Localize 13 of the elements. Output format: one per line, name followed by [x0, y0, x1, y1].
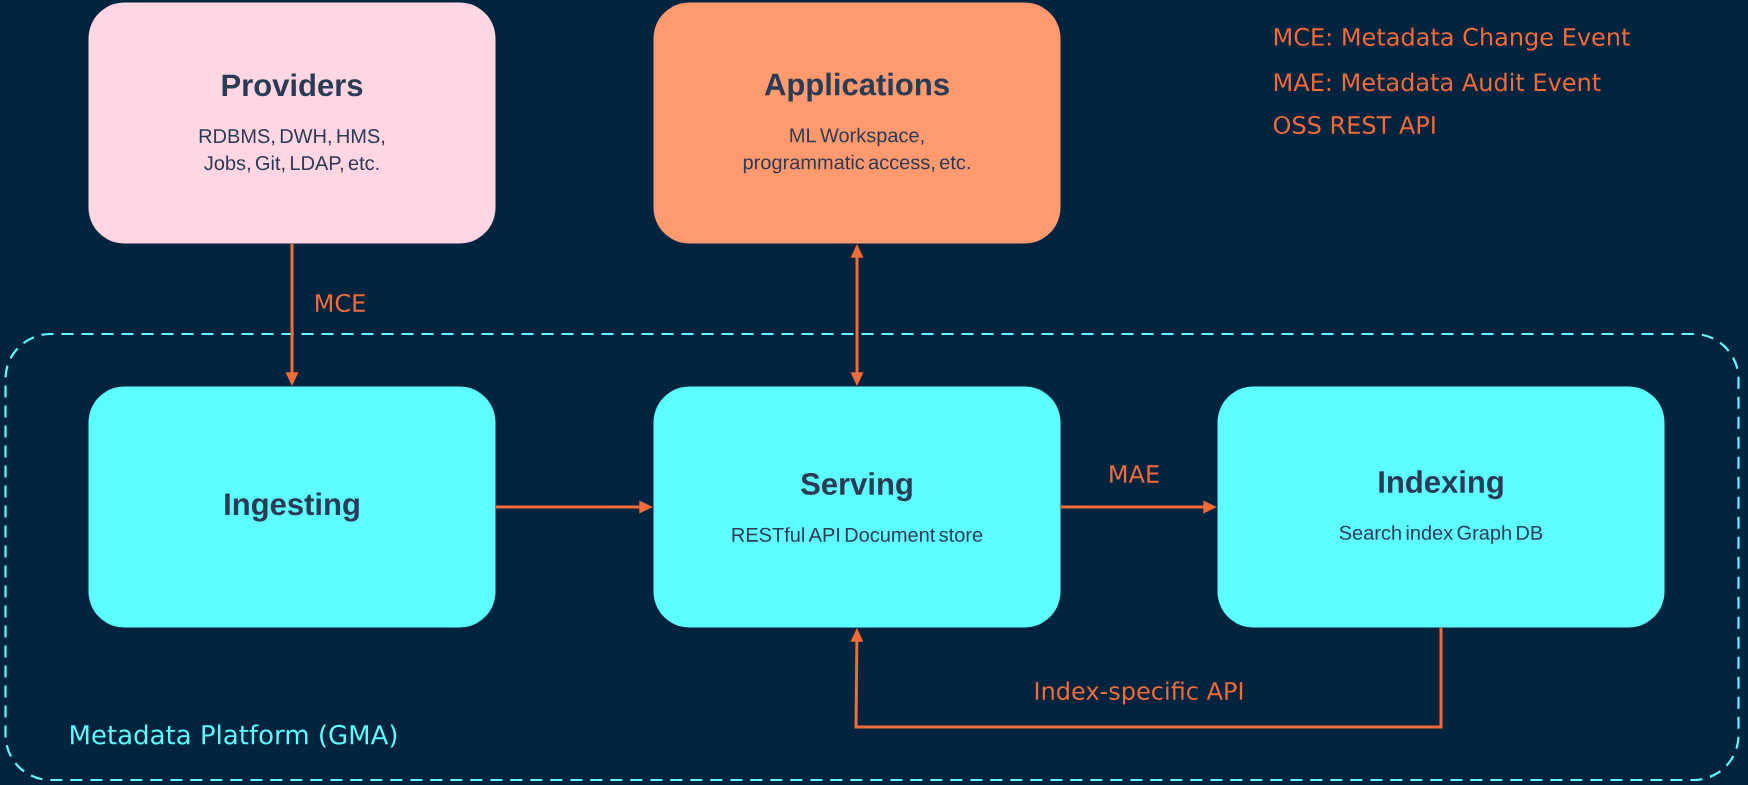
edge-label: MAE: [1110, 465, 1159, 483]
note-text: MAE: Metadata Audit Event: [1274, 72, 1601, 92]
edge-label: MCE: [316, 293, 365, 313]
process-box: Serving RESTful API Document store: [653, 386, 1061, 628]
edge-label: Index-specific API: [1035, 681, 1243, 705]
process-box: Ingesting: [88, 386, 496, 628]
process-box: Indexing Search index Graph DB: [1217, 386, 1665, 628]
group-label: Metadata Platform (GMA): [71, 724, 397, 748]
application-box: Applications ML Workspace, programmatic access, etc.: [653, 2, 1061, 244]
note-text: MCE: Metadata Change Event: [1274, 27, 1630, 51]
note-text: OSS REST API: [1273, 115, 1435, 135]
arrow: [850, 627, 1443, 729]
source-box: Providers RDBMS, DWH, HMS, Jobs, Git, LDAP, etc.: [88, 2, 496, 244]
